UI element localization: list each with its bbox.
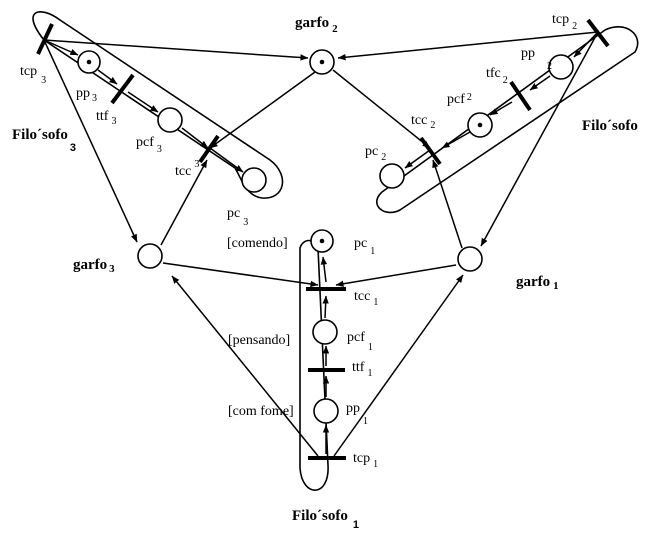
transition-tcc-3 (198, 134, 220, 164)
place-pcf-3 (157, 107, 183, 133)
place-pp-1 (313, 398, 339, 424)
label-pcf-1: pcf1 (347, 330, 373, 353)
label-filosofo-3: Filo´sofo3 (12, 127, 76, 154)
label-pp-2: pp2 (521, 46, 552, 72)
place-garfo-2 (309, 49, 335, 75)
label-pensando: [pensando] (228, 333, 290, 348)
arcs (43, 31, 599, 457)
place-garfo-3 (137, 243, 163, 269)
transition-tcp-2 (586, 18, 610, 48)
transition-ttf-3 (110, 73, 135, 105)
label-filosofo-1: Filo´sofo1 (292, 508, 359, 531)
place-garfo-1 (457, 246, 483, 272)
label-pc-1: pc1 (354, 236, 375, 257)
label-comendo: [comendo] (227, 236, 288, 251)
place-pp-3 (77, 50, 101, 74)
transition-tfc-2 (509, 80, 532, 112)
place-pcf-2 (467, 112, 493, 138)
transition-tcp-3 (36, 23, 54, 55)
transition-tcc-2 (419, 136, 442, 166)
philosopher-1-enclosure (299, 239, 329, 491)
place-pc-1 (310, 229, 334, 253)
label-pp-1: pp1 (346, 401, 368, 427)
place-pc-3 (241, 167, 267, 193)
label-tcp-3: tcp3 (20, 64, 46, 86)
label-filosofo-2: Filo´sofo (582, 118, 638, 134)
label-pc-3: pc3 (227, 206, 248, 228)
place-pp-2 (548, 54, 574, 80)
philosopher-2-enclosure (376, 25, 639, 214)
place-pcf-1 (312, 319, 338, 345)
philosopher-3-enclosure (32, 11, 284, 199)
label-com-fome: [com fome] (228, 404, 294, 419)
place-pc-2 (379, 163, 405, 189)
